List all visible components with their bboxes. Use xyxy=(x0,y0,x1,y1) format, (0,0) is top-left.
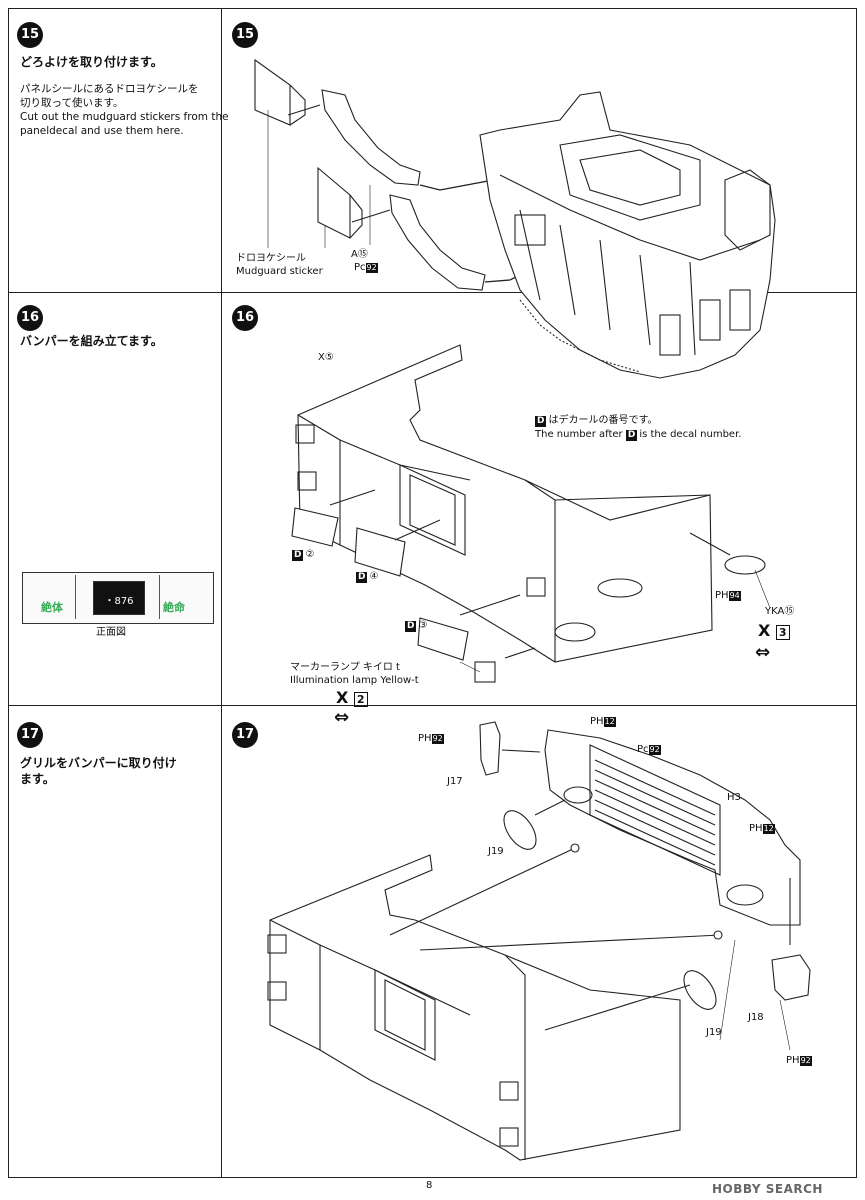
step-15-desc-en-1: Cut out the mudguard stickers from the xyxy=(20,111,229,123)
mudguard-sticker-en: Mudguard sticker xyxy=(236,266,323,277)
front-view-caption: 正面図 xyxy=(96,627,126,638)
part-h3: H3 xyxy=(727,792,741,803)
paint-j17: PH92 xyxy=(418,733,444,744)
paint-grill: Pc92 xyxy=(637,744,661,755)
step-16-title: バンパーを組み立てます。 xyxy=(20,334,163,348)
watermark: HOBBY SEARCH xyxy=(712,1182,823,1196)
page-frame xyxy=(8,8,857,1178)
diagram-17-number: 17 xyxy=(232,722,258,748)
part-j19-b: J19 xyxy=(706,1027,722,1038)
marker-lamp-jp: マーカーランプ キイロ t xyxy=(290,662,400,673)
step-16-number: 16 xyxy=(17,305,43,331)
step-15-title: どろよけを取り付けます。 xyxy=(20,55,163,69)
marker-lamp-en: Illumination lamp Yellow-t xyxy=(290,675,419,686)
step-17-number: 17 xyxy=(17,722,43,748)
paint-ph94: PH94 xyxy=(715,590,741,601)
front-view-right-text: 絶命 xyxy=(163,601,185,614)
step-15-desc-jp-1: パネルシールにあるドロヨケシールを xyxy=(20,83,199,95)
step-15-desc-en-2: paneldecal and use them here. xyxy=(20,125,184,137)
diagram-16-number: 16 xyxy=(232,305,258,331)
double-arrow-icon: ⇔ xyxy=(755,642,771,663)
part-j19-a: J19 xyxy=(488,846,504,857)
paint-top: PH12 xyxy=(590,716,616,727)
part-yka15: YKA⑮ xyxy=(765,606,795,617)
x-count-3: X 3 xyxy=(758,621,790,640)
double-arrow-icon-2: ⇔ xyxy=(334,707,350,728)
paint-right: PH12 xyxy=(749,823,775,834)
part-x5: X⑤ xyxy=(318,352,334,363)
step-15-desc-jp-2: 切り取って使います。 xyxy=(20,97,124,109)
paint-a15: Pc92 xyxy=(354,262,378,273)
mudguard-sticker-jp: ドロヨケシール xyxy=(236,253,306,264)
x-count-2: X 2 xyxy=(336,688,368,707)
front-view-plate: ・876 xyxy=(93,581,145,615)
part-j17: J17 xyxy=(447,776,463,787)
column-divider xyxy=(221,8,222,1178)
part-j18: J18 xyxy=(748,1012,764,1023)
row-divider-2 xyxy=(8,705,857,706)
step-15-number: 15 xyxy=(17,22,43,48)
step-17-title-2: ます。 xyxy=(20,772,55,786)
page-number: 8 xyxy=(426,1180,433,1191)
front-view-left-text: 絶体 xyxy=(41,601,63,614)
front-view-bumper: ・876 絶体 絶命 xyxy=(22,572,214,624)
step-17-title-1: グリルをバンパーに取り付け xyxy=(20,756,177,770)
row-divider-1 xyxy=(8,292,857,293)
part-a15: A⑮ xyxy=(351,249,368,260)
paint-j18: PH92 xyxy=(786,1055,812,1066)
diagram-15-number: 15 xyxy=(232,22,258,48)
